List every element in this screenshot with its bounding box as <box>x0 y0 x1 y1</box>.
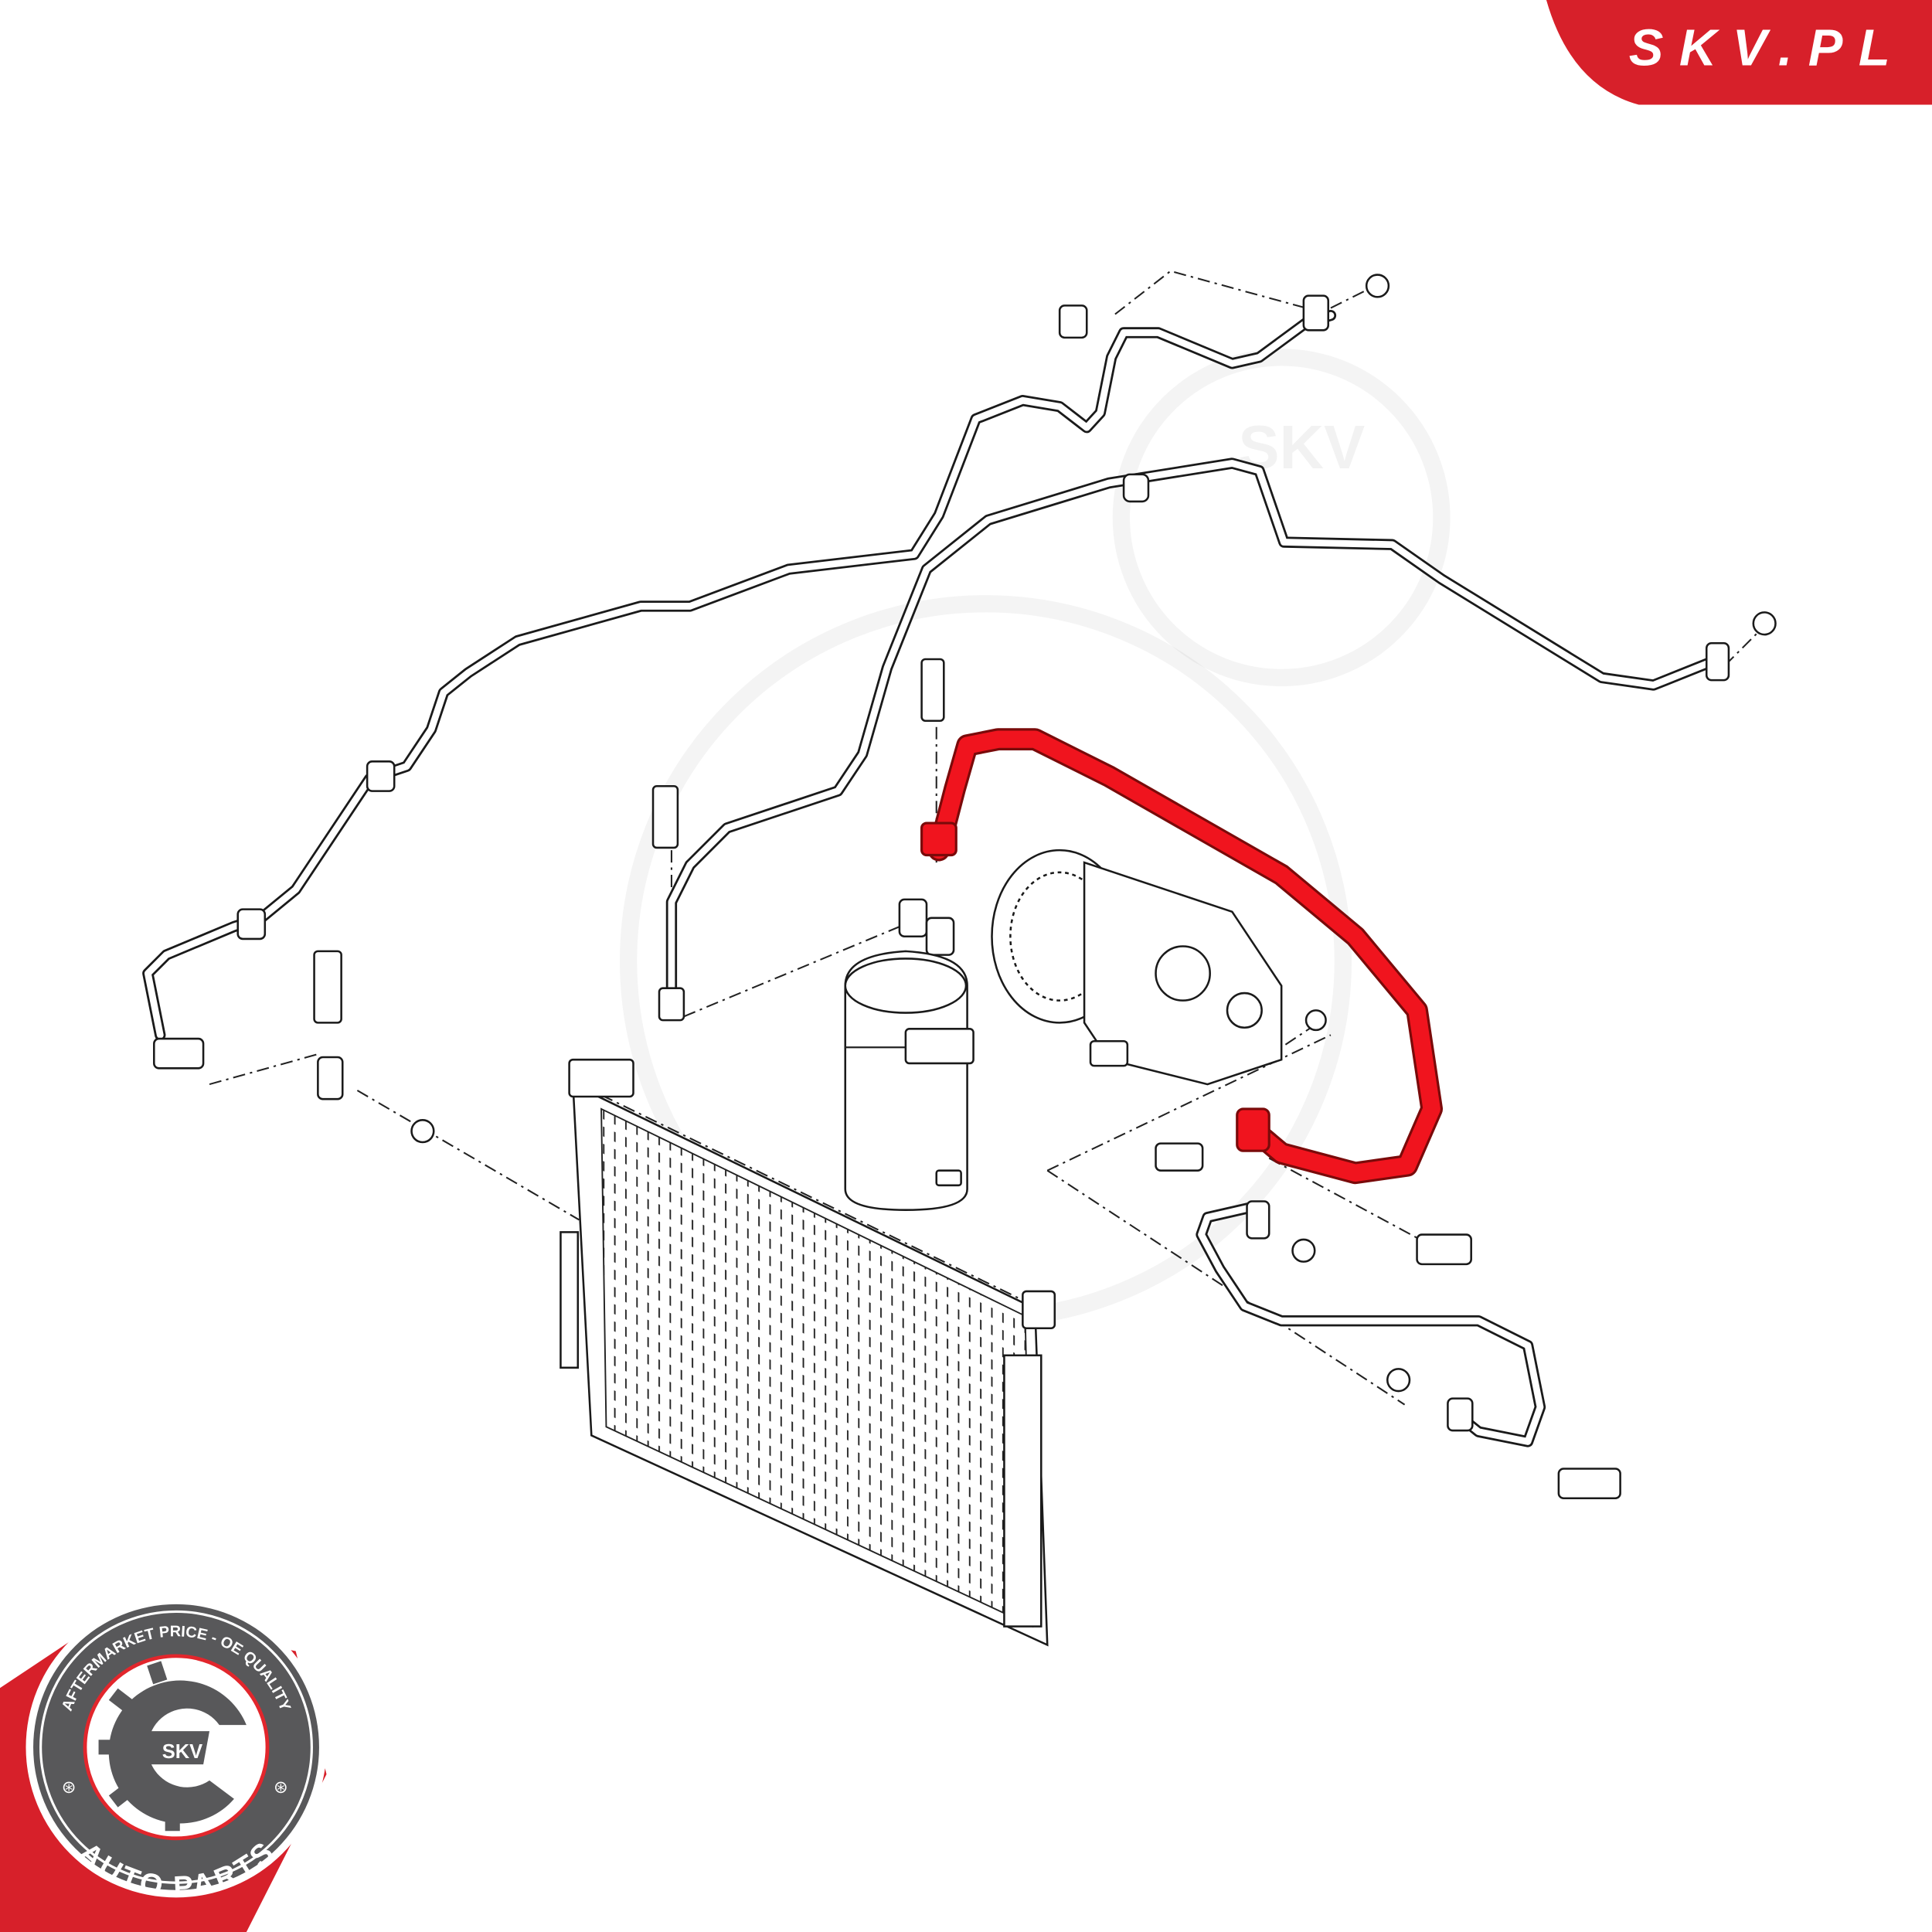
gear-logo-icon: SKV <box>98 1661 247 1832</box>
star-icon: ⊛ <box>274 1777 288 1798</box>
ac-pipe-lower <box>1196 1202 1546 1447</box>
ac-pipe-upper <box>142 309 1337 1041</box>
assembly-lines <box>209 270 1763 1406</box>
ac-pipe-middle <box>665 457 1721 1019</box>
fittings <box>153 274 1777 1500</box>
star-icon: ⊛ <box>62 1777 77 1798</box>
badge-center-text: SKV <box>162 1741 202 1763</box>
ac-hose-highlighted <box>920 728 1444 1185</box>
skv-quality-badge: SKV AFTERMARKET PRICE - OE QUALITY AUTO … <box>0 1597 327 1932</box>
ac-compressor <box>991 849 1283 1086</box>
skv-site-logo: SKV.PL <box>1546 0 1932 105</box>
condenser <box>560 1058 1056 1647</box>
receiver-drier <box>844 898 975 1211</box>
